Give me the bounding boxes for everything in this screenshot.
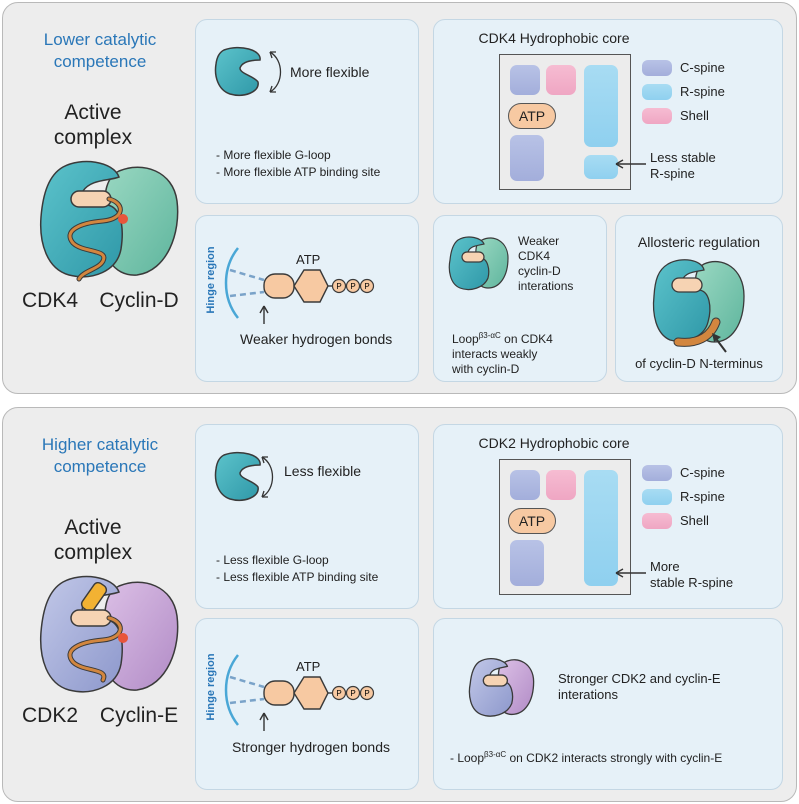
c-spine-block — [510, 65, 540, 95]
legend-r-spine-label-2: R-spine — [680, 489, 725, 504]
legend-c-spine-swatch — [642, 60, 672, 76]
loop-note-post-2: on CDK2 interacts strongly with cyclin-E — [506, 751, 723, 765]
spine-arrow-icon — [615, 159, 646, 169]
loop-note-sup-2: β3-αC — [484, 750, 507, 759]
loop-note-post: on CDK4 interacts weakly with cyclin-D — [452, 332, 553, 376]
cdk4-label: CDK4 — [21, 289, 79, 312]
cdk2-flexibility-box: Less flexible - Less flexible G-loop - L… — [195, 424, 419, 609]
cdk2-active-complex-label: Active complex — [53, 516, 133, 564]
hydrophobic-core: ATP — [499, 54, 631, 190]
r-spine-block — [584, 65, 618, 147]
cdk2-cyclin-e-complex-icon — [39, 575, 179, 693]
phosphate-1: P — [336, 282, 341, 291]
cdk2-core-box: CDK2 Hydrophobic core ATP More stable R-… — [433, 424, 783, 609]
atp-hinge-icon-2: P P P — [224, 654, 375, 731]
hbond-label-2: Stronger hydrogen bonds — [232, 739, 390, 755]
flex-bullet-1: - More flexible G-loop — [216, 148, 331, 162]
loop-note: Loopβ3-αC on CDK4 interacts weakly with … — [452, 328, 553, 377]
atp-hinge-icon: P P P — [224, 247, 375, 324]
flex-bullet-2: - More flexible ATP binding site — [216, 165, 381, 179]
flexibility-label: More flexible — [290, 64, 370, 80]
flex-arrow-icon — [269, 51, 282, 93]
cdk4-panel: Lower catalytic competence Active comple… — [2, 2, 797, 394]
cyclin-e-label: Cyclin-E — [99, 704, 179, 727]
hbond-label: Weaker hydrogen bonds — [240, 331, 393, 347]
hinge-label-2: Hinge region — [205, 653, 217, 721]
c-spine-block-2 — [510, 470, 540, 500]
cdk4-active-complex-label: Active complex — [53, 101, 133, 149]
r-spine-block-2 — [584, 470, 618, 586]
phosphate-1-2: P — [336, 689, 341, 698]
atp-label: ATP — [296, 252, 321, 267]
legend-c-spine-label-2: C-spine — [680, 465, 725, 480]
r-spine-block-lower — [584, 155, 618, 179]
loop-note-2: - Loopβ3-αC on CDK2 interacts strongly w… — [450, 747, 722, 766]
legend-r-spine-swatch-2 — [642, 489, 672, 505]
cdk2-panel: Higher catalytic competence Active compl… — [2, 407, 797, 802]
legend-shell-swatch — [642, 108, 672, 124]
cdk4-core-box: CDK4 Hydrophobic core ATP Less stable R-… — [433, 19, 783, 204]
interaction-label: Weaker CDK4 cyclin-D interations — [518, 234, 574, 293]
cdk2-interaction-box: Stronger CDK2 and cyclin-E interations -… — [433, 618, 783, 790]
core-title-2: CDK2 Hydrophobic core — [478, 435, 630, 451]
legend-shell-swatch-2 — [642, 513, 672, 529]
flex-bullet-2-2: - Less flexible ATP binding site — [216, 570, 379, 584]
atp-label-2: ATP — [296, 659, 321, 674]
cdk4-hbond-box: Hinge region P P P ATP Weaker hydrogen b… — [195, 215, 419, 382]
cdk2-cyclin-e-small-icon — [468, 658, 535, 717]
phosphate-3: P — [364, 282, 369, 291]
allosteric-title: Allosteric regulation — [637, 234, 761, 250]
flex-arrow-icon-2 — [261, 456, 274, 498]
shell-block-2 — [546, 470, 576, 500]
atp-block: ATP — [508, 103, 556, 129]
allosteric-subtitle: of cyclin-D N-terminus — [635, 356, 763, 371]
interaction-label-2: Stronger CDK2 and cyclin-E interations — [558, 671, 721, 702]
allosteric-complex-icon — [652, 259, 745, 353]
spine-note: Less stable R-spine — [650, 150, 716, 181]
cdk4-cyclin-d-small-icon — [448, 236, 509, 291]
loop-note-pre-2: - Loop — [450, 751, 485, 765]
kinase-c-shape-icon-2 — [214, 451, 261, 501]
legend-shell-label-2: Shell — [680, 513, 709, 528]
cdk4-competence-title: Lower catalytic competence — [43, 30, 157, 71]
cdk4-cyclin-d-complex-icon — [39, 160, 179, 282]
flexibility-label-2: Less flexible — [284, 463, 362, 479]
spine-arrow-icon-2 — [615, 568, 646, 578]
shell-block — [546, 65, 576, 95]
legend-r-spine-label: R-spine — [680, 84, 725, 99]
cdk2-competence-title: Higher catalytic competence — [41, 435, 159, 476]
phosphate-2: P — [350, 282, 355, 291]
atp-block-2: ATP — [508, 508, 556, 534]
legend-shell-label: Shell — [680, 108, 709, 123]
hinge-label-wrap-2: Hinge region — [204, 653, 218, 723]
flex-bullet-1-2: - Less flexible G-loop — [216, 553, 329, 567]
cdk4-flexibility-box: More flexible - More flexible G-loop - M… — [195, 19, 419, 204]
legend-r-spine-swatch — [642, 84, 672, 100]
core-title: CDK4 Hydrophobic core — [478, 30, 630, 46]
allosteric-box: Allosteric regulation of cyclin-D N-term… — [615, 215, 783, 382]
cdk2-hbond-box: Hinge region P P P ATP Stronger hydrogen… — [195, 618, 419, 790]
hinge-label-wrap: Hinge region — [204, 246, 218, 316]
c-spine-block-lower — [510, 135, 544, 181]
kinase-c-shape-icon — [214, 46, 261, 96]
legend-c-spine-label: C-spine — [680, 60, 725, 75]
c-spine-block-lower-2 — [510, 540, 544, 586]
phosphate-2-2: P — [350, 689, 355, 698]
phosphate-3-2: P — [364, 689, 369, 698]
loop-note-pre: Loop — [452, 332, 479, 346]
hinge-label: Hinge region — [205, 246, 217, 314]
cyclin-d-label: Cyclin-D — [99, 289, 179, 312]
legend-c-spine-swatch-2 — [642, 465, 672, 481]
hydrophobic-core-2: ATP — [499, 459, 631, 595]
cdk4-interaction-box: Weaker CDK4 cyclin-D interations Loopβ3-… — [433, 215, 607, 382]
loop-note-sup: β3-αC — [478, 331, 501, 340]
cdk2-label: CDK2 — [21, 704, 79, 727]
spine-note-2: More stable R-spine — [650, 559, 734, 590]
